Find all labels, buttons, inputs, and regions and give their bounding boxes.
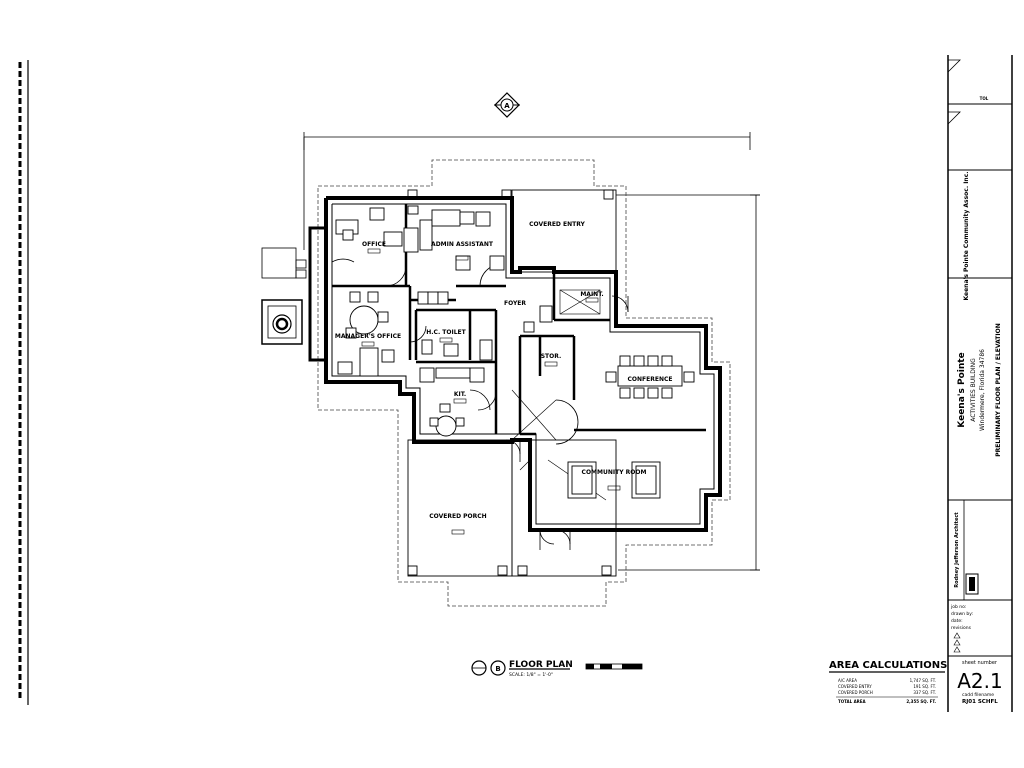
room-label-foyer: FOYER [504,300,526,307]
door-swings [331,258,629,550]
title-block [947,55,1012,712]
area-title: AREA CALCULATIONS [829,660,947,671]
room-label-office: OFFICE [362,241,386,248]
job-no-label: job no: [950,604,966,610]
area-total-label: TOTAL AREA [838,699,866,704]
covered-porch-frame [407,189,617,577]
architect-name: Rodney Jefferson Architect [954,512,960,588]
covered-entry-frame [511,189,617,273]
revisions-label: revisions [951,625,972,631]
room-label-stor: STOR. [541,353,562,360]
area-row-value: 337 SQ. FT. [913,690,936,695]
cad-filename-label: cadd filename [962,692,994,698]
sheet-number: A2.1 [957,669,1003,693]
area-row-label: A/C AREA [838,678,857,683]
drawn-by-label: drawn by: [951,611,973,617]
room-label-covered-entry: COVERED ENTRY [529,221,585,228]
left-notes-strip [18,60,29,705]
plan-title-text: FLOOR PLAN [509,660,573,670]
client-name: Keena's Pointe Community Assoc. Inc. [963,171,970,300]
west-bumpout [261,226,326,362]
room-label-community-room: COMMUNITY ROOM [582,469,647,476]
room-label-covered-porch: COVERED PORCH [429,513,486,520]
exterior-walls [324,196,722,532]
plan-scale-text: SCALE: 1/8" = 1'-0" [509,672,553,678]
room-label-maint: MAINT. [580,291,603,298]
room-label-conference: CONFERENCE [628,376,673,383]
sheet-number-label: sheet number [962,660,998,666]
project-name: Keena's Pointe [957,352,967,427]
section-marker-label: A [504,102,510,110]
date-label: date: [951,618,963,624]
room-label-managers-office: MANAGER'S OFFICE [335,333,401,340]
area-row-label: COVERED PORCH [838,690,873,695]
project-address: Windermere, Florida 34786 [979,349,986,431]
room-label-kit: KIT. [454,391,466,398]
area-row-value: 191 SQ. FT. [913,684,936,689]
room-label-admin-assistant: ADMIN ASSISTANT [431,241,494,248]
project-subtitle: ACTIVITIES BUILDING [970,358,977,422]
cad-filename: RJ01 SCHFL [962,699,998,705]
area-total-value: 2,355 SQ. FT. [906,699,936,704]
sheet-title: PRELIMINARY FLOOR PLAN / ELEVATION [995,323,1002,457]
graphic-scale-bar [585,663,643,670]
revision-triangles [953,632,961,653]
furniture [335,205,695,499]
room-label-hc-toilet: H.C. TOILET [426,329,466,336]
area-row-value: 1,747 SQ. FT. [910,678,936,683]
title-block-text: TOL Keena's Pointe Community Assoc. Inc.… [950,96,1003,705]
plan-title: B FLOOR PLAN SCALE: 1/8" = 1'-0" [471,660,643,678]
svg-text:TOL: TOL [980,96,989,101]
room-labels: OFFICE ADMIN ASSISTANT COVERED ENTRY MAI… [335,221,673,535]
area-calculations: AREA CALCULATIONS A/C AREA 1,747 SQ. FT.… [829,660,947,704]
roof-overhang [317,159,731,607]
area-row-label: COVERED ENTRY [838,684,872,689]
plan-section-number: B [495,665,500,673]
section-marker-a: A [494,92,520,118]
dimension-lines [303,132,760,571]
